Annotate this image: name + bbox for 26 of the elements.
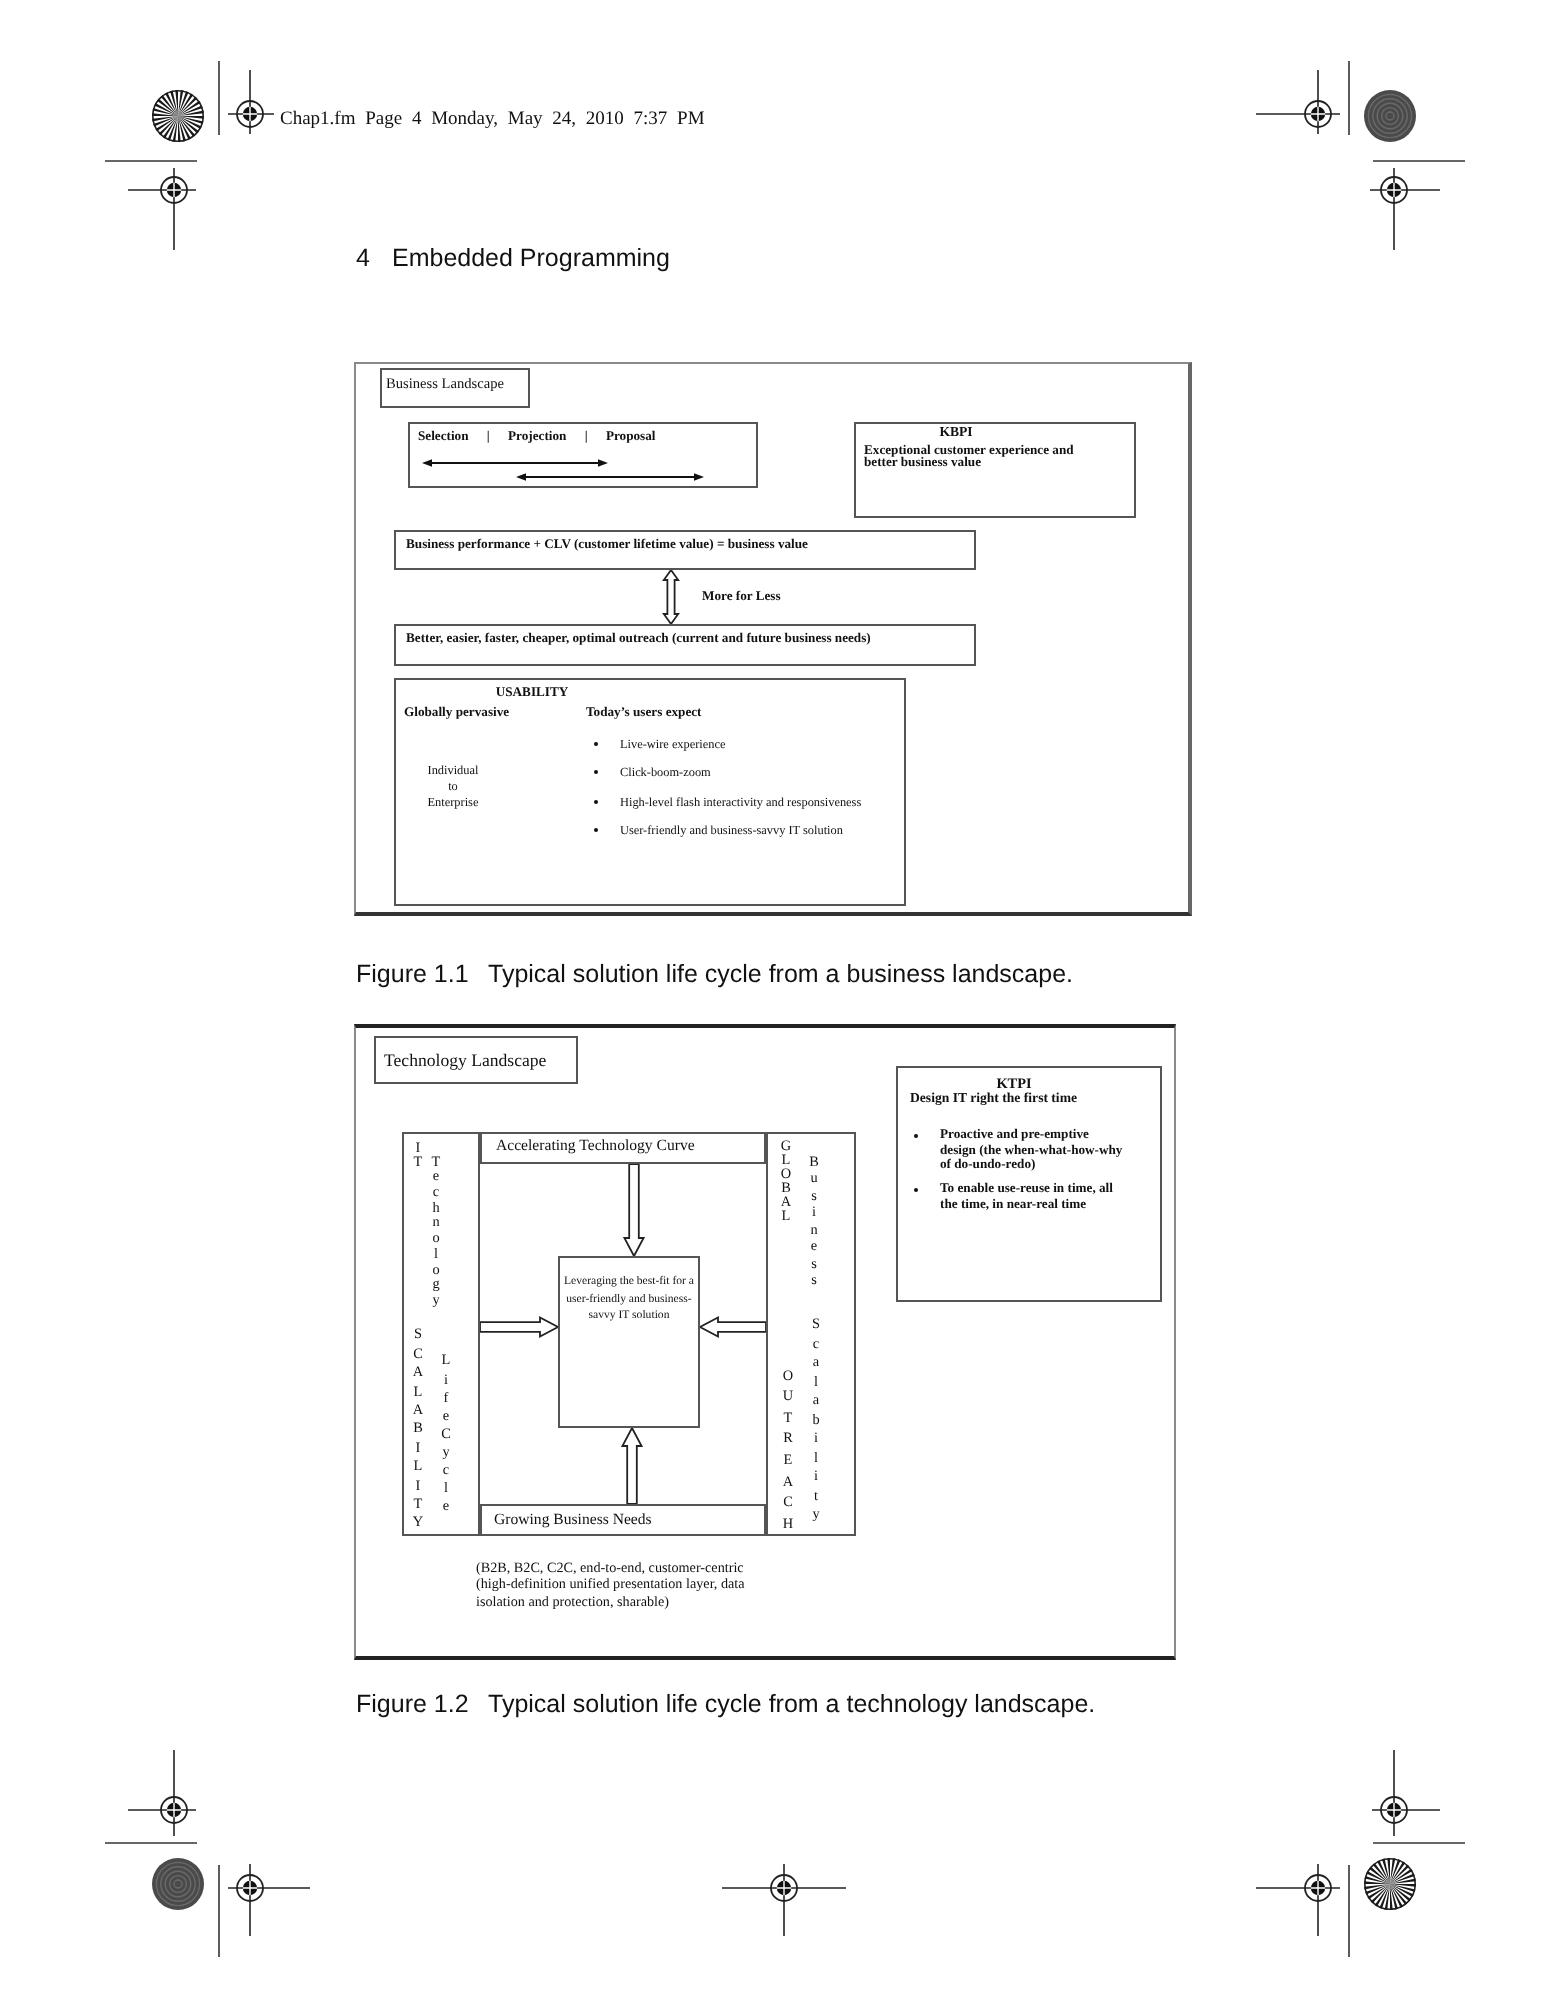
caption: Typical solution life cycle from a technology landscape.	[488, 1689, 1096, 1718]
usability-panel	[394, 678, 906, 906]
figure-frame	[354, 362, 1192, 916]
page-number: 4	[356, 244, 370, 273]
box-title: Technology Landscape	[384, 1050, 549, 1071]
footer-strip	[480, 1504, 766, 1536]
block-arrow	[479, 1315, 560, 1339]
center-box	[558, 1256, 700, 1428]
block-arrow	[622, 1163, 646, 1258]
title-box	[374, 1036, 578, 1084]
figure-number: Figure 1.2	[356, 1689, 469, 1718]
kpi-box	[896, 1066, 1162, 1302]
figure-frame	[354, 1024, 1176, 1660]
header-strip	[480, 1132, 766, 1164]
phase-box	[408, 422, 758, 488]
block-arrow	[620, 1426, 644, 1505]
print-slug: Chap1.fm Page 4 Monday, May 24, 2010 7:37 PM	[280, 110, 705, 132]
title-box	[380, 368, 530, 408]
block-arrow	[698, 1315, 767, 1339]
block-arrow	[662, 568, 680, 626]
figure-number: Figure 1.1	[356, 959, 469, 988]
kpi-box	[854, 422, 1136, 518]
caption: Typical solution life cycle from a business landscape.	[488, 959, 1074, 988]
process-box	[394, 624, 976, 666]
running-header: Embedded Programming	[392, 244, 670, 273]
process-box	[394, 530, 976, 570]
